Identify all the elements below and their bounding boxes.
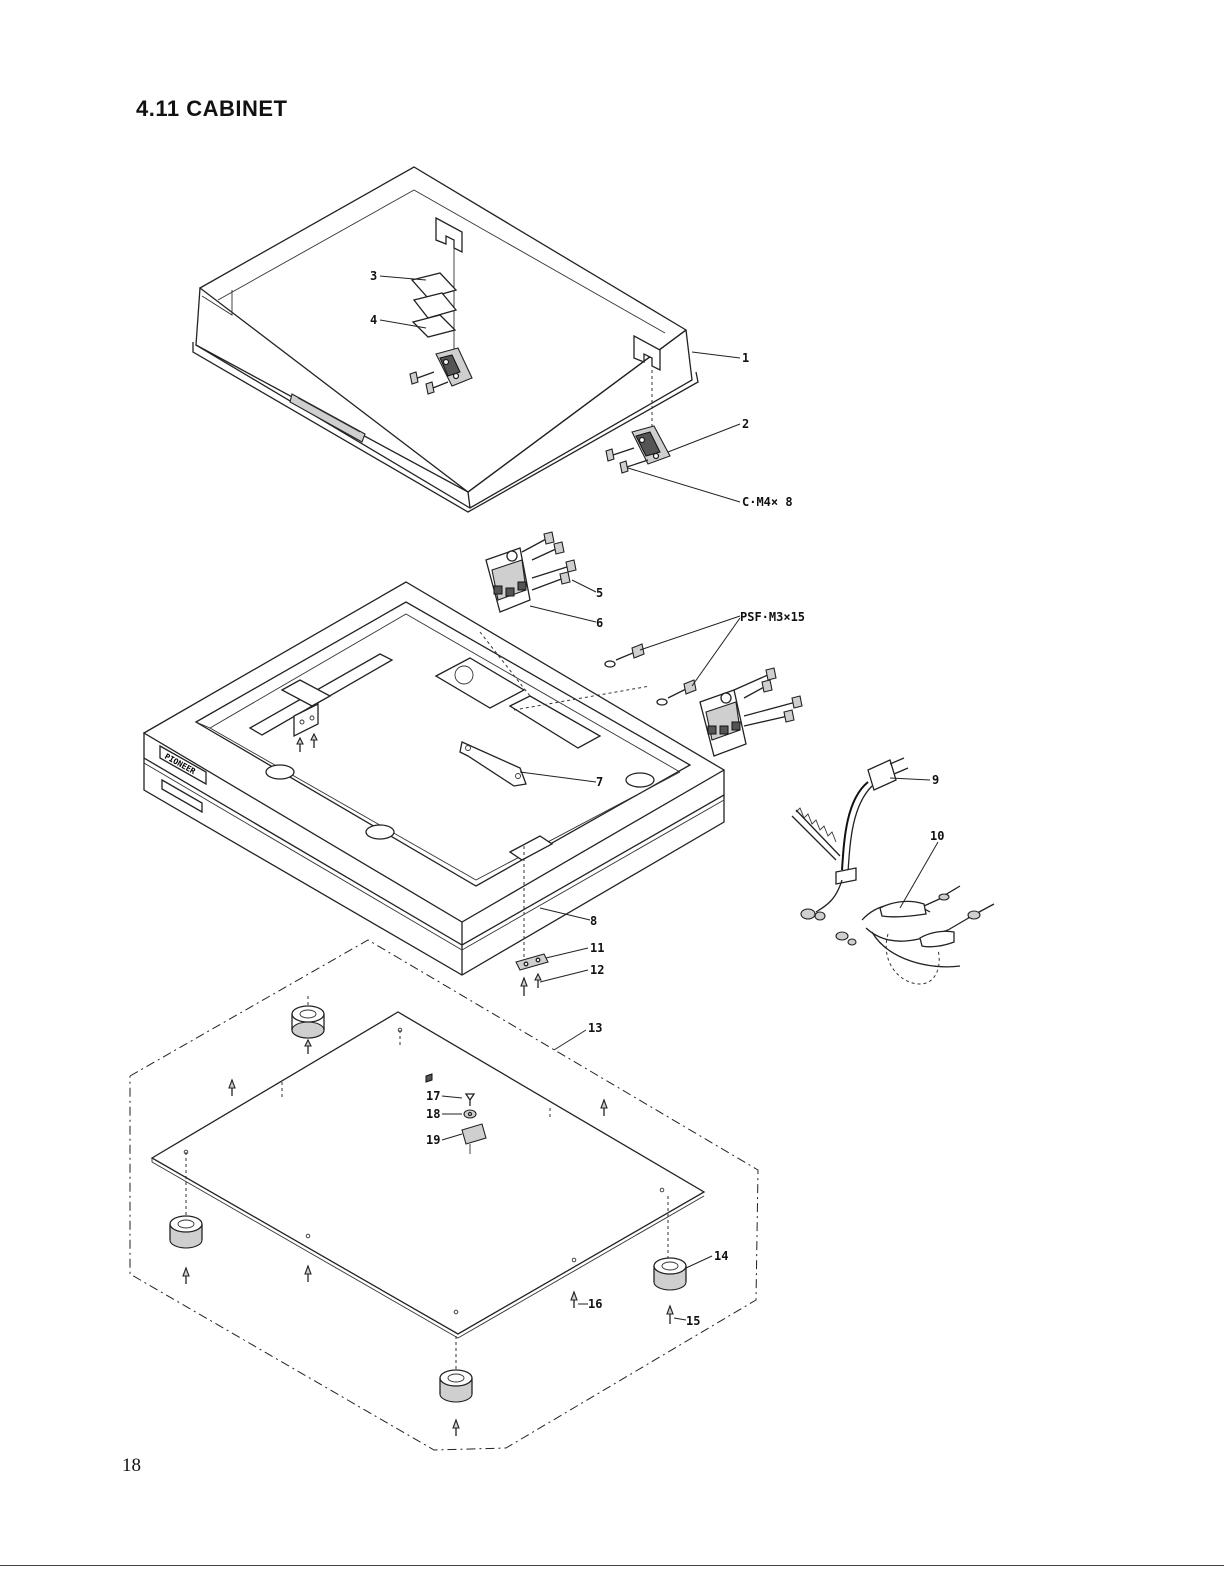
psf-screws [605,644,696,705]
callout-c-m4x8: C·M4× 8 [742,495,793,509]
dust-cover [193,167,698,512]
callout-12: 12 [590,963,604,977]
power-cord-9 [792,758,908,920]
callout-1: 1 [742,351,749,365]
signal-cable-10 [836,886,994,984]
callout-15: 15 [686,1314,700,1328]
callout-8: 8 [590,914,597,928]
callout-18: 18 [426,1107,440,1121]
callout-6: 6 [596,616,603,630]
foot-bottom [440,1336,472,1436]
callout-17: 17 [426,1089,440,1103]
callout-4: 4 [370,313,377,327]
callout-7: 7 [596,775,603,789]
cabinet-body: PIONEER [144,582,724,975]
callout-psf-m3x15: PSF·M3×15 [740,610,805,624]
callout-5: 5 [596,586,603,600]
callout-10: 10 [930,829,944,843]
callout-3: 3 [370,269,377,283]
hinge-assembly-left [486,532,576,612]
page-number: 18 [122,1455,141,1477]
foot-top-left [292,996,324,1054]
hinge-plate-2 [606,370,670,473]
callout-13: 13 [588,1021,602,1035]
callout-9: 9 [932,773,939,787]
bottom-rule [0,1565,1224,1566]
callout-11: 11 [590,941,604,955]
callout-14: 14 [714,1249,728,1263]
callout-2: 2 [742,417,749,431]
hinge-assembly-right [700,668,802,756]
callout-19: 19 [426,1133,440,1147]
callout-16: 16 [588,1297,602,1311]
